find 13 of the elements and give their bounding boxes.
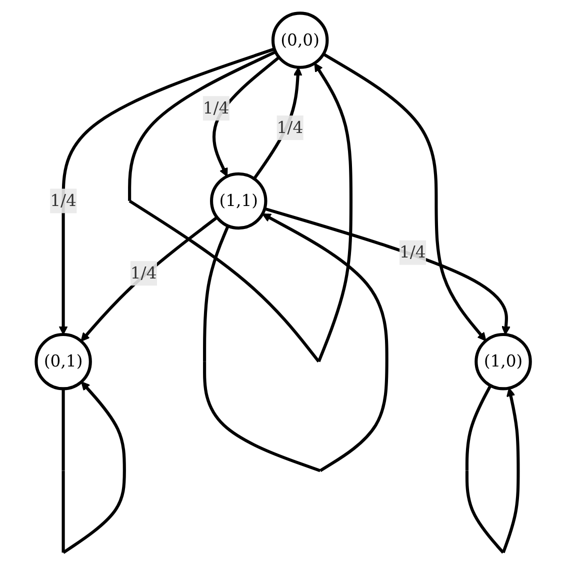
node-circle: (1,1) bbox=[210, 172, 267, 230]
edge-label: 1/4 bbox=[399, 242, 426, 262]
arrow bbox=[264, 207, 510, 336]
edge-label: 1/4 bbox=[202, 98, 229, 118]
node-circle: (0,0) bbox=[271, 12, 328, 69]
node-circle: (0,1) bbox=[34, 333, 92, 390]
edge-label: 1/4 bbox=[276, 118, 303, 138]
edge-label: 1/4 bbox=[130, 263, 156, 283]
arrow bbox=[58, 48, 275, 335]
node-circle: (1,0) bbox=[474, 333, 532, 390]
arrow bbox=[80, 216, 218, 342]
arrow bbox=[322, 52, 486, 342]
edge-label: 1/4 bbox=[50, 190, 76, 210]
